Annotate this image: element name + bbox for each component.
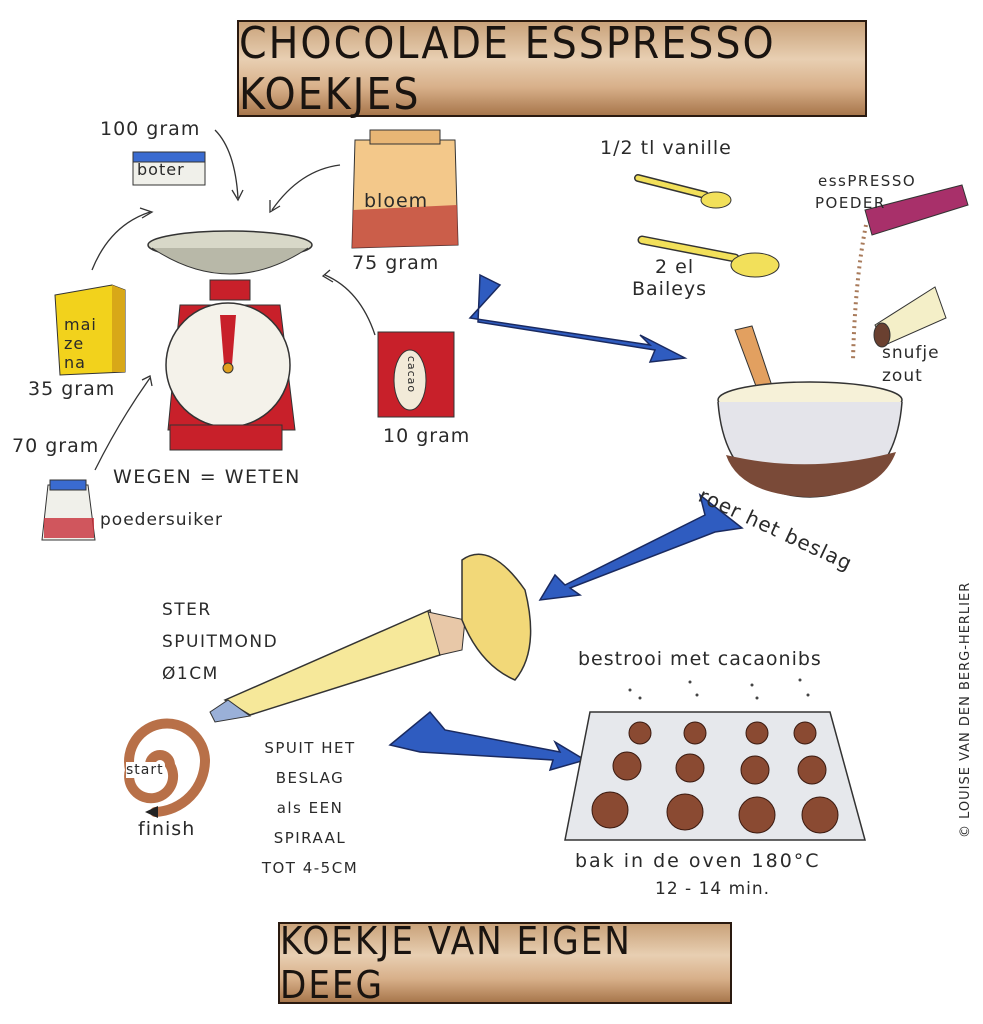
- powdered-sugar-jar-icon: [41, 479, 96, 541]
- butter-amount: 100 gram: [100, 118, 201, 140]
- piping-instruction-line: SPIRAAL: [273, 829, 347, 847]
- salt-label-2: zout: [882, 366, 923, 386]
- arrow-to-piping-bag-icon: [538, 493, 744, 601]
- espresso-label-2: POEDER: [815, 194, 886, 212]
- salt-label: snufje: [882, 343, 940, 363]
- cookies-icon: [591, 721, 839, 834]
- spiral-start-label: start: [126, 762, 164, 778]
- mixing-bowl-icon: [717, 325, 903, 498]
- vanilla-label: 1/2 tl vanille: [600, 137, 732, 159]
- piping-instruction-line: TOT 4-5CM: [261, 859, 359, 877]
- piping-bag-icon: [209, 553, 532, 723]
- kitchen-scale-icon: [147, 230, 313, 451]
- arrow-to-bowl-icon: [468, 273, 688, 363]
- cornstarch-label-line: ze: [64, 334, 85, 353]
- piping-instruction: SPUIT HET BESLAG als EEN SPIRAAL TOT 4-5…: [240, 733, 380, 883]
- flour-bag-icon: [351, 129, 459, 249]
- topping-label: bestrooi met cacaonibs: [578, 648, 822, 670]
- nozzle-label: STER: [162, 600, 212, 620]
- espresso-powder-pack-icon: [851, 184, 969, 361]
- piping-instruction-line: SPUIT HET: [264, 739, 356, 757]
- piping-instruction-line: als EEN: [276, 799, 344, 817]
- cornstarch-amount: 35 gram: [28, 378, 116, 400]
- artist-credit: © LOUISE VAN DEN BERG-HERLIER: [958, 581, 973, 838]
- powdered-sugar-amount: 70 gram: [12, 435, 100, 457]
- nozzle-label-3: Ø1CM: [162, 664, 219, 684]
- cocoa-amount: 10 gram: [383, 425, 471, 447]
- piping-instruction-line: BESLAG: [275, 769, 345, 787]
- footer-title: KOEKJE VAN EIGEN DEEG: [280, 919, 632, 1007]
- baking-time: 12 - 14 min.: [655, 879, 771, 899]
- nozzle-label-2: SPUITMOND: [162, 632, 279, 652]
- cornstarch-label-line: na: [64, 353, 86, 372]
- cocoa-label: cacao: [405, 355, 419, 394]
- powdered-sugar-label: poedersuiker: [100, 510, 223, 530]
- recipe-title: CHOCOLADE ESSPRESSO KOEKJES: [239, 17, 776, 120]
- tablespoon-icon: [637, 235, 780, 278]
- salt-shaker-icon: [873, 286, 947, 348]
- weighing-heading: WEGEN = WETEN: [113, 466, 301, 488]
- baileys-label: Baileys: [632, 278, 708, 300]
- cornstarch-label-line: mai: [64, 315, 97, 334]
- butter-label: boter: [137, 160, 185, 179]
- teaspoon-icon: [634, 174, 732, 209]
- baileys-amount: 2 el: [655, 256, 695, 278]
- flour-amount: 75 gram: [352, 252, 440, 274]
- pointer-arrows-icon: [91, 129, 376, 471]
- cornstarch-box-icon: [54, 284, 126, 376]
- oven-label: bak in de oven 180°C: [575, 850, 821, 872]
- footer-banner: KOEKJE VAN EIGEN DEEG: [278, 919, 732, 1007]
- cornstarch-label: mai ze na: [64, 315, 97, 372]
- espresso-label: essPRESSO: [818, 172, 917, 190]
- spiral-finish-arrow-icon: [145, 806, 158, 818]
- cacao-nib-sprinkles-icon: [628, 678, 810, 700]
- butter-box-icon: [132, 151, 206, 186]
- cocoa-box-icon: [377, 331, 455, 418]
- arrow-to-tray-icon: [388, 710, 587, 772]
- title-banner: CHOCOLADE ESSPRESSO KOEKJES: [237, 17, 867, 120]
- flour-label: bloem: [364, 190, 429, 212]
- spiral-finish-label: finish: [138, 818, 196, 840]
